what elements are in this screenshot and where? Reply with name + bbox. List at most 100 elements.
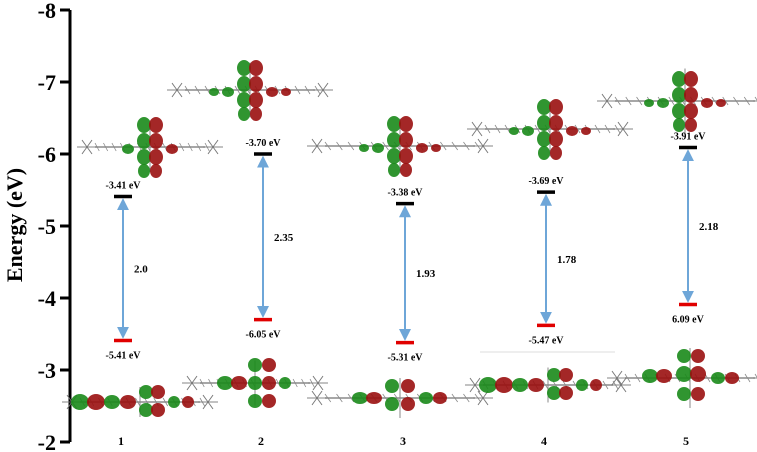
molecule-end-group [474,384,481,393]
y-axis-label: Energy (eV) [2,168,27,282]
orbital-lobe [549,131,563,147]
orbital-lobe [182,396,194,408]
orbital-lobe [237,92,251,108]
molecule-images [62,60,757,418]
homo-label-1: -5.41 eV [106,350,142,361]
orbital-lobe [262,358,276,372]
molecule-end-group [317,382,324,391]
molecule-end-group [617,121,624,130]
homo-label-3: -5.31 eV [388,353,424,364]
molecule-end-group [616,370,623,379]
molecule-bond [754,373,757,378]
molecule-3-lumo [307,116,493,177]
orbital-lobe [262,376,276,390]
orbital-lobe [87,394,105,410]
molecule-end-group [611,377,618,386]
orbital-lobe [522,126,534,136]
compound-number-2: 2 [258,434,264,448]
molecule-end-group [171,89,178,98]
molecule-1-homo [62,385,218,417]
orbital-lobe [150,164,162,178]
orbital-lobe [537,131,551,147]
molecule-end-group [212,139,219,148]
molecule-bond [440,141,447,151]
molecule-bond [135,397,141,407]
molecule-end-group [469,377,476,386]
orbital-lobe [372,143,384,153]
molecule-end-group [622,121,629,130]
orbital-lobe [149,117,163,133]
orbital-lobe [387,116,401,132]
orbital-lobe [138,164,150,178]
orbital-lobe [249,76,263,92]
orbital-lobe [537,115,551,131]
molecule-bond [534,124,541,134]
molecule-end-group [482,145,489,154]
molecule-end-group [620,377,627,386]
lumo-label-5: -3.91 eV [671,132,707,143]
orbital-lobe [139,385,153,399]
orbital-lobe [237,76,251,92]
molecule-bond [451,141,459,151]
orbital-lobe [528,378,544,392]
molecule-end-group [311,145,318,154]
molecule-bond [294,85,301,95]
orbital-lobe [388,163,400,177]
orbital-lobe [104,395,120,409]
molecule-end-group [620,384,627,393]
molecule-end-group [601,100,608,109]
orbital-lobe [550,146,562,160]
molecule-bond [393,393,401,403]
orbital-lobe [385,379,399,393]
molecule-bond [754,96,757,101]
molecule-end-group [317,89,324,98]
molecule-bond [347,141,355,151]
molecule-end-group [317,375,324,384]
molecule-end-group [207,139,214,148]
molecule-bond [199,378,205,388]
molecule-end-group [474,377,481,386]
molecule-end-group [311,138,318,147]
orbital-lobe [509,127,519,135]
molecule-end-group [171,82,178,91]
y-axis: -8-7-6-5-4-3-2 [38,0,72,452]
molecule-end-group [207,394,214,403]
orbital-lobe [657,98,669,108]
molecule-end-group [477,138,484,147]
orbital-lobe [725,372,739,384]
molecule-end-group [477,145,484,154]
orbital-lobe [151,403,165,417]
molecule-end-group [616,377,623,386]
molecule-bond [743,96,750,106]
molecule-bond [634,373,641,383]
orbital-lobe [538,146,550,160]
y-tick-label: -5 [38,214,56,239]
molecule-end-group [202,401,209,410]
orbital-lobe [691,387,705,401]
lumo-label-2: -3.70 eV [246,138,282,149]
molecule-end-group [316,390,323,399]
molecule-bond [324,393,332,403]
molecule-end-group [617,128,624,137]
orbital-lobe [684,87,698,103]
molecule-end-group [476,121,483,130]
y-tick-label: -2 [38,430,56,452]
molecule-end-group [471,128,478,137]
molecule-bond [594,124,601,134]
compound-number-4: 4 [541,434,547,448]
molecule-end-group [317,82,324,91]
orbital-lobe [122,144,134,154]
orbital-lobe [684,71,698,87]
orbital-lobe [701,98,713,108]
orbital-lobe [248,358,262,372]
orbital-lobe [248,376,262,390]
orbital-lobe [549,99,563,115]
orbital-lobe [266,87,278,97]
molecule-4-lumo [467,99,633,160]
orbital-lobe [576,379,588,391]
molecule-bond [463,141,470,151]
orbital-lobe [139,403,153,417]
molecule-bond [184,85,191,95]
molecule-3-homo [307,378,493,418]
